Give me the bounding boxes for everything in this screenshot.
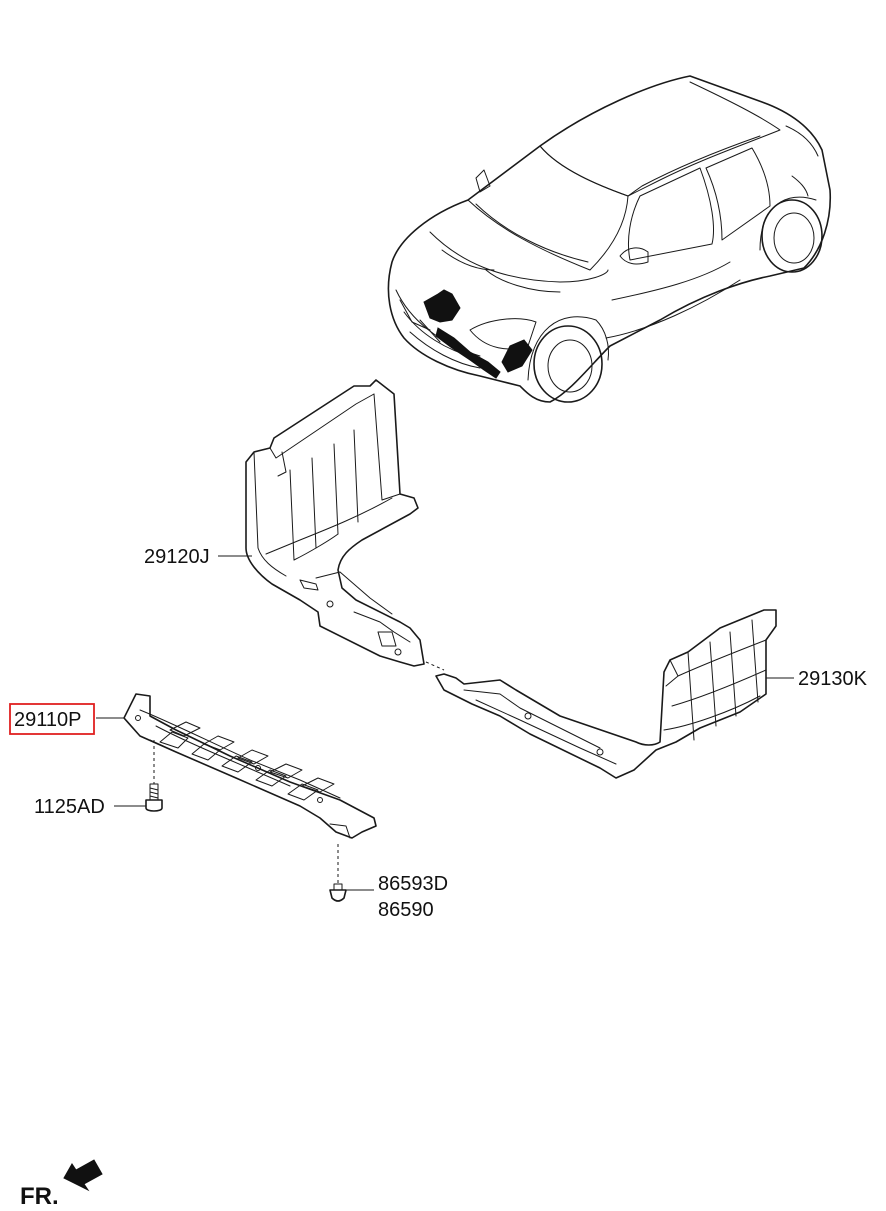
direction-label: FR. — [20, 1183, 59, 1210]
part-29110P-hit[interactable] — [122, 692, 378, 842]
clip-86593D-icon[interactable] — [329, 844, 347, 902]
label-1125AD[interactable]: 1125AD — [34, 796, 105, 818]
part-29130K-hit[interactable] — [436, 606, 778, 782]
part-29110P-shape[interactable] — [122, 692, 378, 842]
bolt-1125AD-icon[interactable] — [145, 740, 163, 812]
label-29110P[interactable]: 29110P — [14, 709, 81, 731]
part-29130K-shape[interactable] — [435, 606, 778, 782]
part-29120J-hit[interactable] — [246, 380, 426, 670]
label-86590[interactable]: 86590 — [378, 899, 434, 921]
label-29120J[interactable]: 29120J — [144, 546, 210, 568]
vehicle-illustration — [387, 75, 832, 403]
label-86593D[interactable]: 86593D — [378, 873, 448, 895]
part-29120J-shape[interactable] — [245, 379, 426, 670]
arrow-front-left-icon — [63, 1159, 103, 1192]
label-29130K[interactable]: 29130K — [798, 668, 868, 690]
label-29110P-highlight — [9, 703, 95, 735]
